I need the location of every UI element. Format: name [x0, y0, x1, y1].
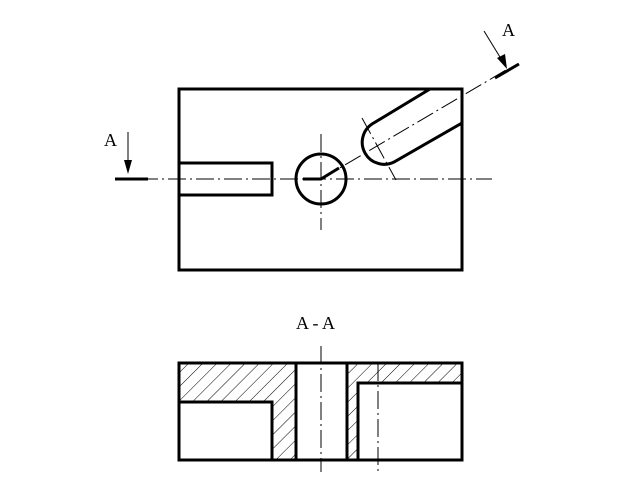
right-slot-edge: [356, 381, 462, 460]
central-hole: [294, 152, 348, 206]
cutting-plane-bend: [303, 166, 340, 181]
section-view: A - A: [177, 313, 464, 472]
top-view: A A: [104, 20, 520, 272]
section-label-left: A: [104, 130, 117, 150]
right-hatched-section: [347, 363, 462, 460]
section-outline: [177, 361, 464, 462]
plate-outline: [177, 87, 464, 272]
rectangular-slot: [179, 161, 274, 197]
section-arrow-right: A: [483, 20, 520, 80]
inclined-slot: [360, 89, 462, 166]
left-hatched-section: [179, 363, 296, 460]
section-arrow-left: A: [104, 130, 148, 181]
section-label-right: A: [502, 20, 515, 40]
left-slot-edge: [179, 400, 274, 460]
slot-axis-center-line: [320, 69, 507, 180]
section-view-title: A - A: [296, 313, 335, 333]
